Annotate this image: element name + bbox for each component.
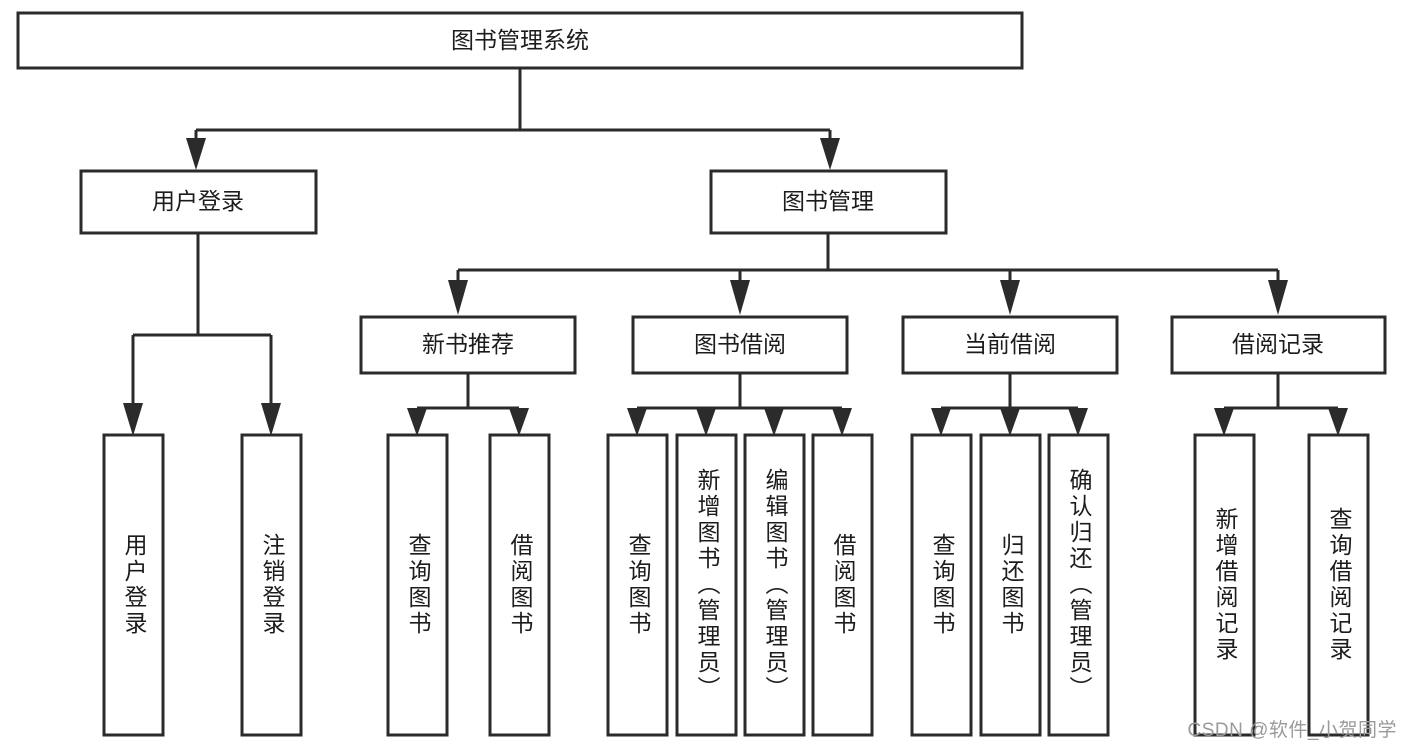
leaf-box-borrow-book-2[interactable] [811,433,874,737]
node-user-login[interactable]: 用户登录 [79,169,318,235]
leaf-box-return-book[interactable] [979,433,1042,737]
node-user-login-label: 用户登录 [152,188,244,214]
node-book-borrow[interactable]: 图书借阅 [631,315,849,375]
arrow-to-leaf-query-record [1328,408,1348,436]
node-book-borrow-box[interactable] [631,315,849,375]
leaf-box-user-logout[interactable] [240,433,303,737]
node-borrow-record[interactable]: 借阅记录 [1170,315,1387,375]
node-book-manage-box[interactable] [709,169,948,235]
arrow-to-leaf-edit-book [764,408,784,436]
node-book-borrow-label: 图书借阅 [694,331,786,357]
arrow-to-leaf-add-book [696,408,716,436]
node-new-book-recommend-label: 新书推荐 [422,331,514,357]
connector-borrow-record-to-leaves [1214,373,1348,436]
arrow-to-leaf-add-record [1214,408,1234,436]
connector-root-to-level2 [186,68,840,170]
connector-book-manage-to-level3 [448,233,1288,315]
leaf-box-query-book-3[interactable] [910,433,973,737]
arrow-to-leaf-query-book-1 [407,408,427,436]
leaf-box-add-record[interactable] [1193,433,1256,737]
arrow-to-leaf-query-book-2 [627,408,647,436]
arrow-to-book-manage [820,138,840,170]
arrow-to-leaf-user-logout [261,403,281,436]
leaf-box-add-book[interactable] [675,433,738,737]
connector-new-book-recommend-to-leaves [407,373,529,436]
node-borrow-record-box[interactable] [1170,315,1387,375]
arrow-to-leaf-confirm-return [1068,408,1088,436]
arrow-to-leaf-query-book-3 [931,408,951,436]
node-root-box[interactable] [16,11,1024,70]
node-root[interactable]: 图书管理系统 [16,11,1024,70]
node-new-book-recommend[interactable]: 新书推荐 [359,315,577,375]
arrow-to-leaf-return-book [1000,408,1020,436]
node-new-book-recommend-box[interactable] [359,315,577,375]
connector-user-login-to-leaves [123,233,281,436]
node-book-manage-label: 图书管理 [782,188,874,214]
leaf-box-confirm-return[interactable] [1047,433,1110,737]
leaf-box-query-book-2[interactable] [606,433,669,737]
node-current-borrow-box[interactable] [901,315,1119,375]
arrow-to-new-book-recommend [448,280,468,315]
node-current-borrow[interactable]: 当前借阅 [901,315,1119,375]
arrow-to-leaf-borrow-book-2 [832,408,852,436]
arrow-to-borrow-record [1268,280,1288,315]
node-borrow-record-label: 借阅记录 [1232,331,1324,357]
arrow-to-leaf-user-login [123,403,143,436]
connector-current-borrow-to-leaves [931,373,1088,436]
arrow-to-leaf-borrow-book-1 [509,408,529,436]
leaf-box-borrow-book-1[interactable] [488,433,551,737]
leaf-box-query-record[interactable] [1307,433,1370,737]
arrow-to-current-borrow [1000,280,1020,315]
node-root-label: 图书管理系统 [451,27,589,53]
csdn-watermark: CSDN @软件_小贺同学 [1187,720,1397,741]
arrow-to-user-login [186,138,206,170]
leaf-box-query-book-1[interactable] [386,433,449,737]
node-current-borrow-label: 当前借阅 [964,331,1056,357]
leaf-box-user-login[interactable] [102,433,165,737]
connector-book-borrow-to-leaves [627,373,852,436]
node-book-manage[interactable]: 图书管理 [709,169,948,235]
leaf-box-edit-book[interactable] [743,433,806,737]
arrow-to-book-borrow [730,280,750,315]
